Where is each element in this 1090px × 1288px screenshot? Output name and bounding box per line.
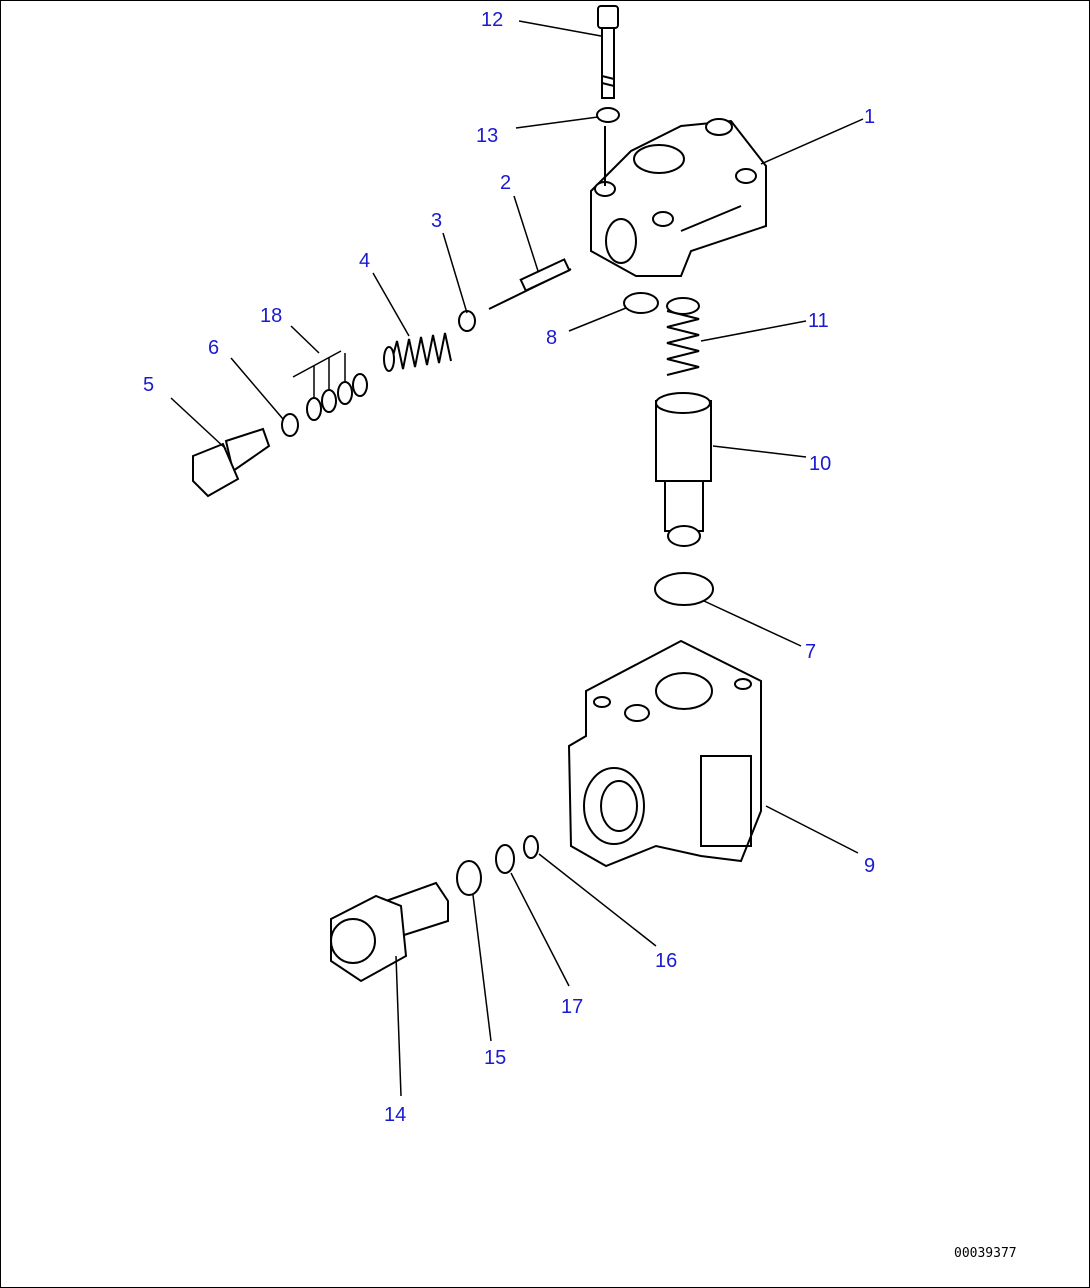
part-7-o-ring [654, 572, 714, 606]
part-9-valve-body [567, 639, 762, 868]
part-11-spring [666, 297, 700, 376]
part-14-plug [330, 881, 449, 983]
callout-3: 3 [431, 210, 442, 232]
leader-lines [170, 20, 864, 1097]
callout-9: 9 [864, 855, 875, 877]
callout-10: 10 [809, 453, 831, 475]
callout-8: 8 [546, 327, 557, 349]
callout-7: 7 [805, 641, 816, 663]
callout-2: 2 [500, 172, 511, 194]
callout-12: 12 [481, 9, 503, 31]
part-10-piston [655, 392, 712, 547]
callout-13: 13 [476, 125, 498, 147]
callout-14: 14 [384, 1104, 406, 1126]
part-13-washer [596, 107, 620, 123]
drawing-code: 00039377 [954, 1246, 1017, 1261]
part-6-o-ring [281, 413, 299, 437]
part-4-spring [383, 332, 452, 372]
part-5-plug [192, 427, 271, 498]
callout-5: 5 [143, 374, 154, 396]
part-2-spool [488, 258, 572, 310]
part-17-backup-ring [495, 844, 515, 874]
part-16-o-ring [523, 835, 539, 859]
callout-4: 4 [359, 250, 370, 272]
callout-16: 16 [655, 950, 677, 972]
callout-15: 15 [484, 1047, 506, 1069]
part-15-o-ring [456, 860, 482, 896]
callout-6: 6 [208, 337, 219, 359]
part-12-bolt [597, 5, 619, 99]
callout-1: 1 [864, 106, 875, 128]
part-1-cover [590, 118, 767, 277]
part-3-seat [458, 310, 476, 332]
callout-18: 18 [260, 305, 282, 327]
part-8-o-ring [623, 292, 659, 314]
part-18-shims [306, 373, 368, 421]
callout-11: 11 [808, 310, 829, 332]
callout-17: 17 [561, 996, 583, 1018]
